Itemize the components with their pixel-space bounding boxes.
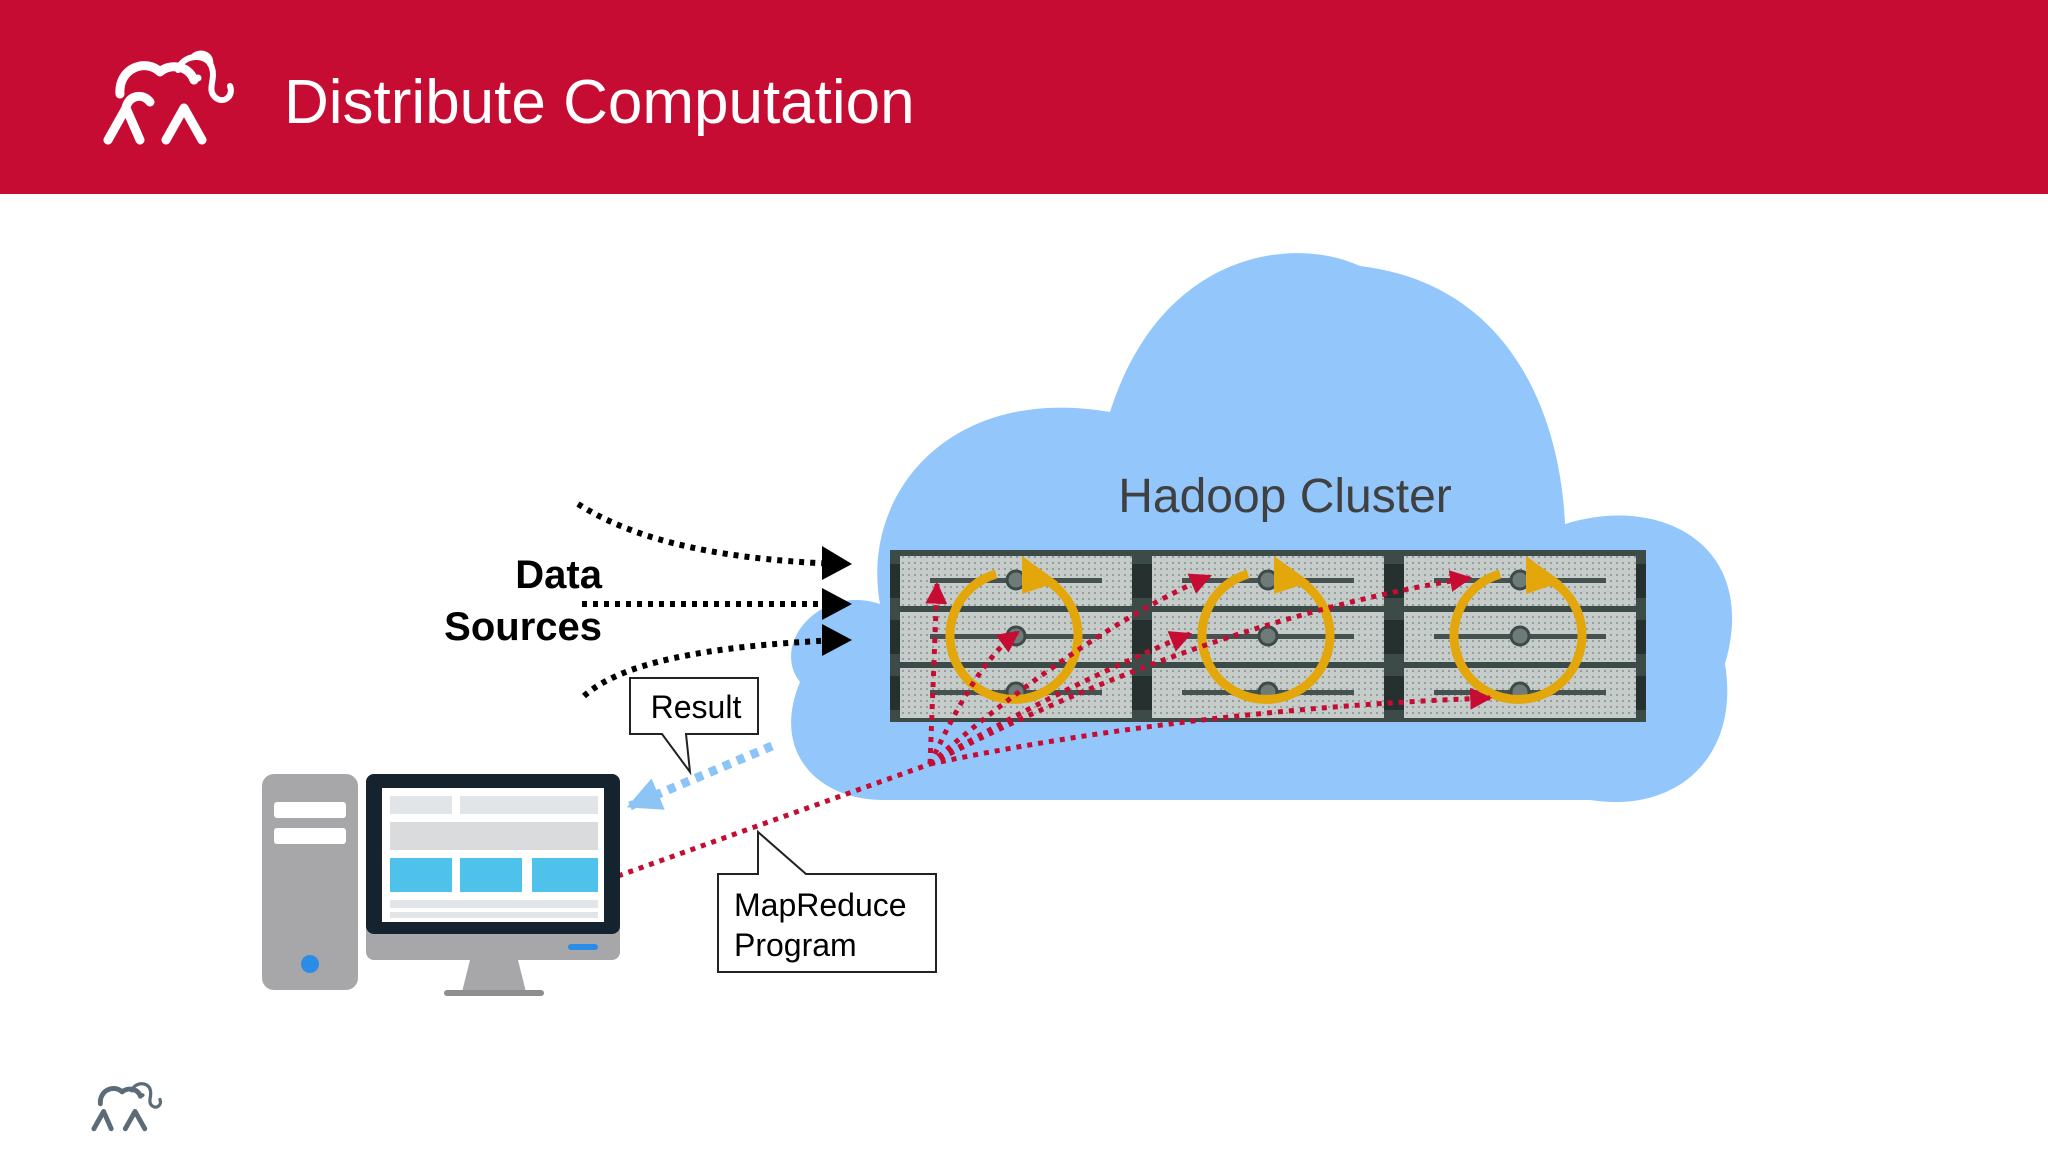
program-flow-arrow <box>928 573 1213 766</box>
mapreduce-callout: MapReduce Program <box>717 829 937 973</box>
server-handle <box>1132 620 1142 654</box>
server-handle <box>1636 676 1646 710</box>
data-source-arrow <box>576 501 841 568</box>
monitor <box>366 774 620 996</box>
title-bar: Distribute Computation <box>0 0 2048 194</box>
server-rack-group <box>890 550 1646 722</box>
power-indicator <box>301 955 319 973</box>
mapreduce-label: MapReduce <box>734 887 907 923</box>
server-node <box>1142 550 1394 722</box>
server-handle <box>1142 620 1152 654</box>
cluster-label: Hadoop Cluster <box>1118 470 1452 523</box>
program-flow-arrow <box>929 687 1493 767</box>
server-knob <box>1257 625 1279 647</box>
program-flow-arrow <box>927 629 1020 766</box>
computer-tower <box>262 774 358 990</box>
processing-loop-arrowhead <box>1526 556 1562 594</box>
server-handle <box>890 676 900 710</box>
server-handle <box>1384 676 1394 710</box>
server-handle <box>1394 676 1404 710</box>
mapreduce-label: Program <box>734 927 857 963</box>
result-callout: Result <box>629 677 759 776</box>
program-flow-line <box>617 761 931 879</box>
server-handle <box>1394 620 1404 654</box>
client-computer <box>262 774 620 996</box>
server-knob <box>1509 625 1531 647</box>
server-handle <box>1132 676 1142 710</box>
server-handle <box>1132 564 1142 598</box>
server-handle <box>1384 620 1394 654</box>
server-handle <box>890 564 900 598</box>
program-flow-arrow <box>928 570 1473 767</box>
server-handle <box>1636 564 1646 598</box>
arrowhead <box>822 588 852 620</box>
processing-loop-arrowhead <box>1274 556 1310 594</box>
server-handle <box>1384 564 1394 598</box>
processing-loop-icon <box>1449 569 1587 704</box>
slide-title: Distribute Computation <box>284 68 915 137</box>
server-handle <box>1394 564 1404 598</box>
processing-loop-icon <box>1197 569 1335 704</box>
server-node <box>1394 550 1646 722</box>
data-sources-label: Data <box>515 553 602 597</box>
server-handle <box>1142 676 1152 710</box>
arrowhead <box>822 546 852 580</box>
elephant-logo-icon <box>91 1082 163 1132</box>
data-source-arrows <box>576 501 841 699</box>
arrowhead <box>822 624 852 656</box>
program-flow-arrow <box>925 581 948 765</box>
mapreduce-program-flows <box>617 570 1493 879</box>
result-label: Result <box>651 689 742 725</box>
elephant-logo-icon <box>103 50 234 145</box>
server-handle <box>890 620 900 654</box>
processing-loop-arrowhead <box>1022 556 1058 594</box>
data-sources-label: Sources <box>444 605 602 649</box>
server-handle <box>1636 620 1646 654</box>
result-arrow <box>626 741 774 811</box>
distributed-computation-diagram: Hadoop Cluster Data Sources Result MapRe… <box>262 253 1733 996</box>
server-handle <box>1142 564 1152 598</box>
